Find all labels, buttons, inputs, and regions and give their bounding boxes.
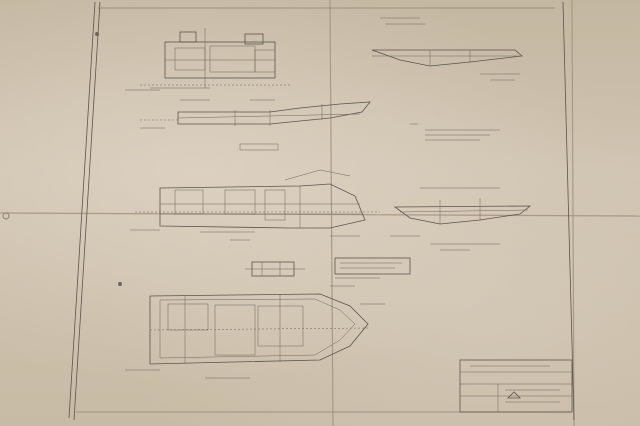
hole-mark (95, 32, 99, 36)
plan-detail-top (125, 28, 290, 91)
sheet-border (68, 1, 575, 421)
hole-mark-left (2, 212, 10, 220)
fold-line-vertical (329, 0, 334, 426)
hull-plan-bottom (125, 285, 385, 379)
elevation-right (390, 187, 532, 251)
profile-section (140, 99, 371, 151)
fold-line-horizontal (0, 212, 640, 217)
ink-dot (118, 282, 122, 286)
fold-line-vertical-right (571, 0, 575, 426)
title-block (459, 359, 573, 413)
elevation-middle (130, 169, 380, 241)
notes-text-block (410, 123, 500, 141)
small-detail (245, 261, 305, 277)
notes-box (334, 257, 411, 279)
side-elevation-top-right (371, 17, 523, 81)
